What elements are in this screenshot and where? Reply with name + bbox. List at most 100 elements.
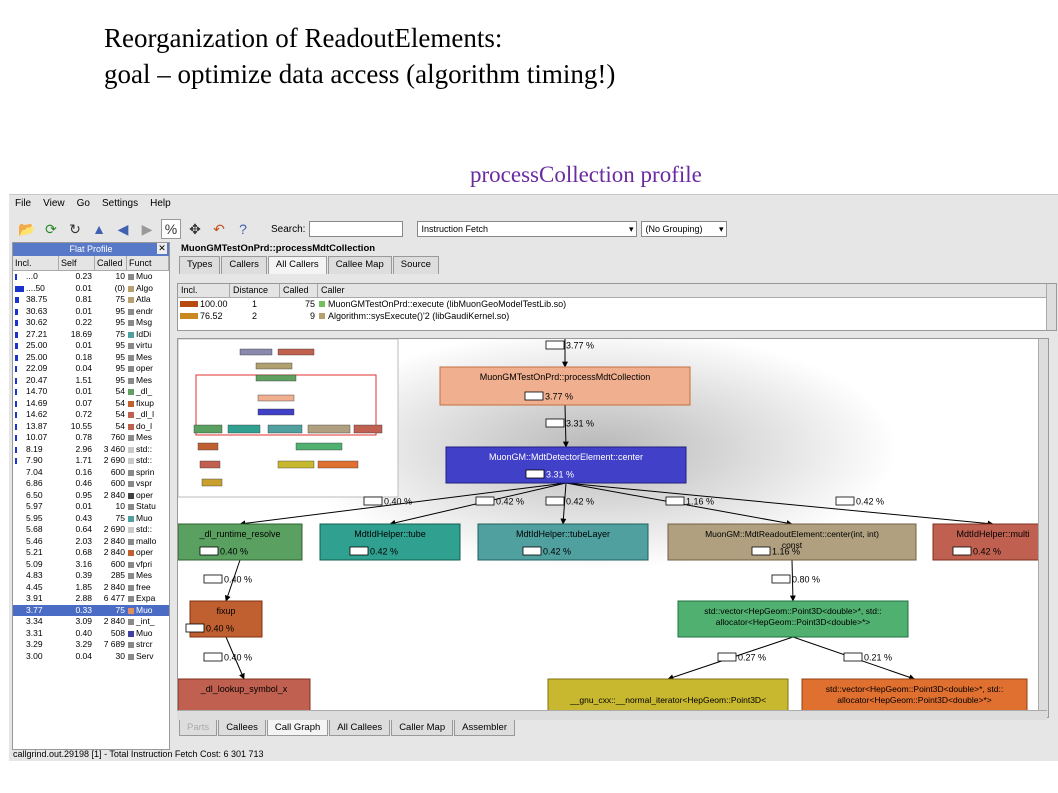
graph-horizontal-scrollbar[interactable] bbox=[177, 710, 1047, 720]
top-node[interactable]: MuonGMTestOnPrd::processMdtCollection3.7… bbox=[439, 366, 691, 406]
column-function[interactable]: Funct bbox=[127, 256, 169, 270]
open-icon[interactable]: 📂 bbox=[18, 220, 36, 237]
edge-arrow[interactable] bbox=[560, 482, 567, 525]
move-icon[interactable]: ✥ bbox=[189, 220, 201, 237]
menu-file[interactable]: File bbox=[15, 198, 32, 209]
up-icon[interactable]: ▲ bbox=[92, 221, 106, 237]
whatsthis-icon[interactable]: ? bbox=[239, 221, 247, 237]
column-incl[interactable]: Incl. bbox=[13, 256, 59, 270]
menu-settings[interactable]: Settings bbox=[101, 198, 139, 209]
color-swatch-icon bbox=[128, 538, 134, 545]
caller-column-caller[interactable]: Caller bbox=[318, 284, 1056, 297]
dump-icon[interactable]: ↻ bbox=[69, 220, 81, 237]
edge-arrow[interactable] bbox=[224, 559, 241, 602]
caller-column-called[interactable]: Called bbox=[280, 284, 318, 297]
tab-parts[interactable]: Parts bbox=[179, 720, 218, 736]
caller-column-distance[interactable]: Distance bbox=[230, 284, 280, 297]
vector-opera-node[interactable]: std::vector<HepGeom::Point3D<double>*, s… bbox=[677, 600, 909, 638]
search-input[interactable] bbox=[309, 221, 404, 237]
tab-assembler[interactable]: Assembler bbox=[454, 720, 515, 736]
row-self: 0.01 bbox=[75, 340, 92, 350]
graph-overview[interactable] bbox=[178, 339, 399, 498]
edge-arrow[interactable] bbox=[239, 482, 567, 527]
column-called[interactable]: Called bbox=[95, 256, 127, 270]
percent-icon[interactable]: % bbox=[161, 219, 181, 239]
graph-vertical-scrollbar[interactable] bbox=[1038, 339, 1048, 717]
tab-caller-map[interactable]: Caller Map bbox=[391, 720, 454, 736]
menu-help[interactable]: Help bbox=[150, 198, 171, 209]
edge-arrow[interactable] bbox=[565, 482, 994, 527]
callers-scrollbar[interactable] bbox=[1046, 284, 1056, 330]
tab-types[interactable]: Types bbox=[179, 256, 221, 274]
column-self[interactable]: Self bbox=[59, 256, 95, 270]
tab-call-graph[interactable]: Call Graph bbox=[266, 720, 329, 736]
edge-arrow[interactable] bbox=[789, 559, 796, 602]
caller-column-incl[interactable]: Incl. bbox=[178, 284, 230, 297]
tab-all-callees[interactable]: All Callees bbox=[329, 720, 391, 736]
tab-source[interactable]: Source bbox=[392, 256, 439, 274]
back-icon[interactable]: ◀ bbox=[117, 220, 129, 237]
normal-iterator-node[interactable]: __gnu_cxx::__normal_iterator<HepGeom::Po… bbox=[547, 678, 789, 712]
event-type-select[interactable]: Instruction Fetch ▾ bbox=[417, 221, 638, 237]
readout-center-node[interactable]: MuonGM::MdtReadoutElement::center(int, i… bbox=[667, 523, 917, 561]
cycle-icon[interactable]: ↶ bbox=[213, 220, 225, 237]
menu-go[interactable]: Go bbox=[76, 198, 90, 209]
edge-arrow[interactable] bbox=[562, 404, 569, 448]
lookup-symbol-node[interactable]: _dl_lookup_symbol_x bbox=[178, 678, 311, 716]
forward-icon[interactable]: ▶ bbox=[141, 220, 153, 237]
reload-icon[interactable]: ⟳ bbox=[45, 220, 57, 237]
tab-callees[interactable]: Callees bbox=[218, 720, 266, 736]
grouping-select[interactable]: (No Grouping) ▾ bbox=[641, 221, 728, 237]
tab-callee-map[interactable]: Callee Map bbox=[327, 256, 392, 274]
tab-all-callers[interactable]: All Callers bbox=[267, 256, 327, 274]
menu-view[interactable]: View bbox=[43, 198, 65, 209]
vector-begin-node[interactable]: std::vector<HepGeom::Point3D<double>*, s… bbox=[801, 678, 1028, 712]
close-icon[interactable]: ✕ bbox=[157, 243, 167, 254]
row-incl-value: 6.86 bbox=[26, 478, 43, 488]
edge-arrow[interactable] bbox=[225, 636, 245, 680]
tab-callers[interactable]: Callers bbox=[221, 256, 267, 274]
